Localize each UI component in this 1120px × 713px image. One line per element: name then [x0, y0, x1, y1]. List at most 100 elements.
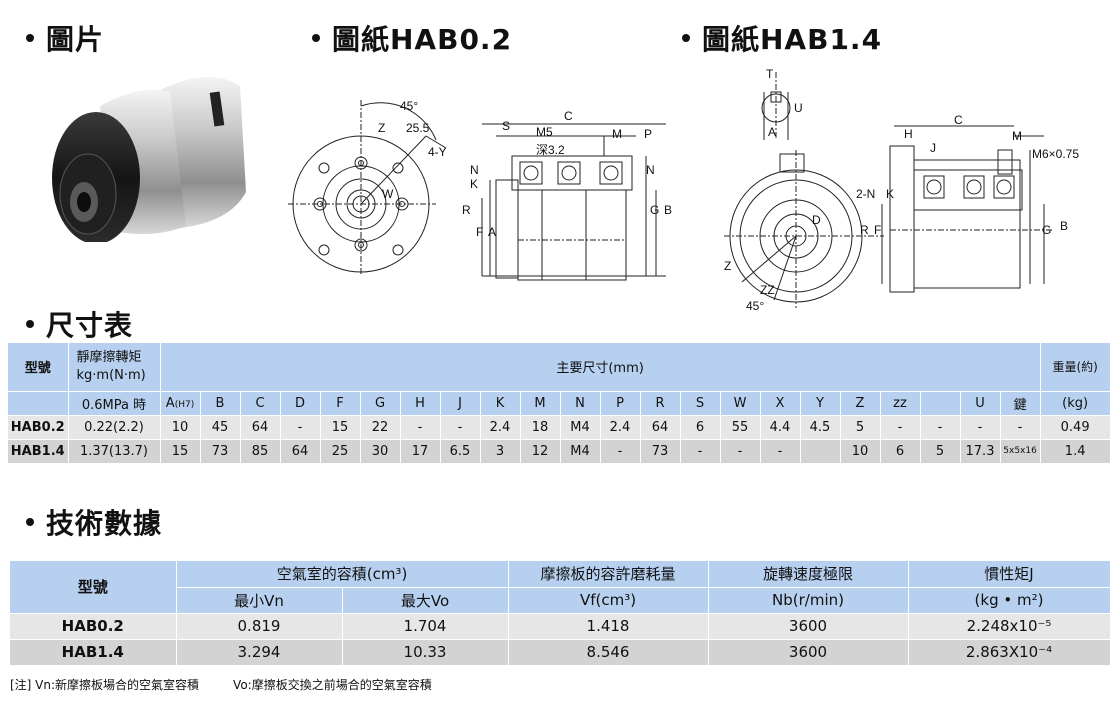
g-label-2: G [1042, 223, 1051, 237]
table-cell: 64 [240, 415, 281, 440]
col-header: W [720, 391, 761, 416]
m5-label: M5 [536, 125, 553, 139]
z-label-2: Z [724, 259, 731, 273]
table-cell: 15 [160, 439, 201, 464]
tech-data-heading: 技術數據 [26, 502, 162, 542]
table-cell: 2.4 [600, 415, 641, 440]
table-cell: - [440, 415, 481, 440]
table-cell: 30 [360, 439, 401, 464]
col-header: H [400, 391, 441, 416]
z-label: Z [378, 121, 385, 135]
vo-cell: 1.704 [342, 613, 509, 640]
depth-label: 深3.2 [536, 143, 565, 157]
drawing-hab14-heading: 圖紙HAB1.4 [682, 18, 882, 58]
col-a-header: A(H7) [160, 391, 201, 416]
table-cell: 4.4 [760, 415, 801, 440]
d-label: D [812, 213, 821, 227]
col-header: zz [880, 391, 921, 416]
col-header: B [200, 391, 241, 416]
main-dims-header: 主要尺寸(mm) [160, 343, 1041, 392]
table-cell: 17 [400, 439, 441, 464]
col-header: 鍵 [1000, 391, 1041, 416]
m-label: M [612, 127, 622, 141]
table-cell: 2.4 [480, 415, 521, 440]
col-header: K [480, 391, 521, 416]
table-cell: 6 [880, 439, 921, 464]
table-row: HAB1.4 1.37(13.7) 15 73 85 64 25 30 17 6… [8, 439, 1111, 464]
t-label: T [766, 67, 774, 81]
table-cell: 64 [280, 439, 321, 464]
weight-unit-header: (kg) [1040, 391, 1111, 416]
table-cell: 5 [840, 415, 881, 440]
inertia-cell: 2.248x10⁻⁵ [908, 613, 1111, 640]
model-cell: HAB0.2 [8, 415, 69, 440]
r-label-2: R [860, 223, 869, 237]
a-label-2: A [768, 125, 776, 139]
col-header: P [600, 391, 641, 416]
vn-cell: 0.819 [176, 613, 343, 640]
a-label: A [488, 225, 496, 239]
h-label: H [904, 127, 913, 141]
table-cell: - [720, 439, 761, 464]
drawing-hab02: 45° Z 25.5 4-Y W R F A S C M5 深3.2 M P N… [288, 99, 672, 281]
c-label: C [564, 109, 573, 123]
col-header: Y [800, 391, 841, 416]
table-cell: 25 [320, 439, 361, 464]
holes-label: 4-Y [428, 145, 447, 159]
col-header: M [520, 391, 561, 416]
table-cell: 55 [720, 415, 761, 440]
vo-cell: 10.33 [342, 639, 509, 666]
thread-label: M6×0.75 [1032, 147, 1079, 161]
model-header: 型號 [10, 561, 177, 614]
speed-header: 旋轉速度極限 [708, 561, 909, 588]
table-cell: 10 [160, 415, 201, 440]
table-cell: 17.3 [960, 439, 1001, 464]
bullet-icon [26, 518, 34, 526]
table-cell: 5 [920, 439, 961, 464]
wear-header: 摩擦板的容許磨耗量 [508, 561, 709, 588]
m-label-2: M [1012, 129, 1022, 143]
nb-cell: 3600 [708, 613, 909, 640]
s-label: S [502, 119, 510, 133]
weight-header: 重量(約) [1040, 343, 1111, 392]
footnote-vn: [注] Vn:新摩擦板場合的空氣室容積 [10, 678, 200, 692]
col-header: Z [840, 391, 881, 416]
footnote-vo: Vo:摩擦板交換之前場合的空氣室容積 [233, 678, 432, 692]
model-cell: HAB1.4 [8, 439, 69, 464]
g-label: G [650, 203, 659, 217]
nb-cell: 3600 [708, 639, 909, 666]
table-cell: M4 [560, 439, 601, 464]
col-header: G [360, 391, 401, 416]
torque-cell: 1.37(13.7) [68, 439, 161, 464]
table-cell: 73 [200, 439, 241, 464]
table-cell: - [880, 415, 921, 440]
tech-data-table: 型號 空氣室的容積(cm³) 摩擦板的容許磨耗量 旋轉速度極限 慣性矩J 最小V… [10, 561, 1111, 666]
inertia-header: 慣性矩J [908, 561, 1111, 588]
r-label: R [462, 203, 471, 217]
vn-cell: 3.294 [176, 639, 343, 666]
table-cell: 64 [640, 415, 681, 440]
drawing-hab02-heading: 圖紙HAB0.2 [312, 18, 512, 58]
bullet-icon [682, 34, 690, 42]
f-label-2: F [874, 223, 881, 237]
inertia-cell: 2.863X10⁻⁴ [908, 639, 1111, 666]
table-cell: - [760, 439, 801, 464]
z-value-label: 25.5 [406, 121, 430, 135]
col-header: U [960, 391, 1001, 416]
n2-label: N [646, 163, 655, 177]
model-cell: HAB0.2 [10, 613, 177, 640]
drawing-hab14: T U A H J C M M6×0.75 2-N K D R F G B Z … [724, 67, 1079, 313]
j-label: J [930, 141, 936, 155]
table-cell: 45 [200, 415, 241, 440]
table-cell: - [400, 415, 441, 440]
col-header [920, 391, 961, 416]
b-label: B [664, 203, 672, 217]
footnote: [注] Vn:新摩擦板場合的空氣室容積 Vo:摩擦板交換之前場合的空氣室容積 [10, 676, 466, 693]
table-cell: 73 [640, 439, 681, 464]
air-volume-header: 空氣室的容積(cm³) [176, 561, 509, 588]
col-header: J [440, 391, 481, 416]
u-label: U [794, 101, 803, 115]
col-header: F [320, 391, 361, 416]
